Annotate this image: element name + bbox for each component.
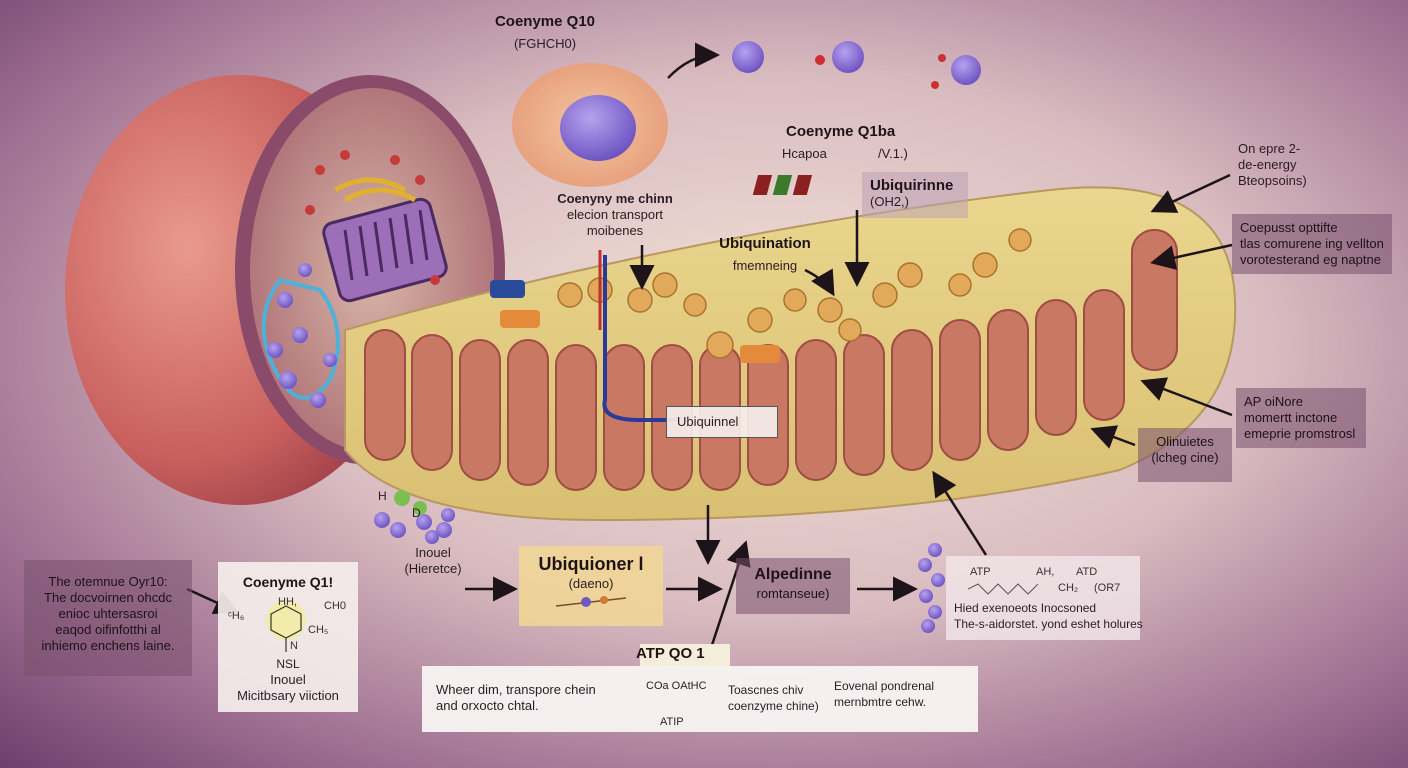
chain-label-line2: elecion transport [566, 207, 664, 222]
atp-sym2: AH, [1036, 566, 1055, 578]
right-label-c-line1: AP oiNore [1244, 394, 1304, 409]
bottom-right1-line2: coenzyme chine) [728, 699, 819, 713]
right-label-c: AP oiNore momertt inctone emeprie promst… [1236, 388, 1366, 448]
right-label-b-line2: tlas comurene ing vellton [1240, 236, 1384, 251]
ubiquination-title: Ubiquination [719, 235, 811, 252]
ubiquination-sub: fmemneing [732, 258, 798, 273]
right-label-a-line1: On epre 2- [1238, 141, 1301, 156]
inouel-line1: Inouel [415, 545, 451, 560]
bottom-left-text: Wheer dim, transpore chein and orxocto c… [436, 682, 596, 714]
bottom-right2-line1: Eovenal pondrenal [834, 679, 935, 693]
cristae [364, 229, 1178, 491]
alpedinne-title: Alpedinne [754, 566, 832, 583]
alpedinne-sub: romtanseue) [756, 586, 830, 601]
right-label-a: On epre 2- de-energy Bteopsoins) [1238, 141, 1307, 189]
right-label-b: Coepusst opttifte tlas comurene ing vell… [1232, 214, 1392, 274]
inouel-sym-h: H [378, 489, 387, 503]
coenzyme-box-label1: NSL [276, 657, 300, 671]
chain-label-line1: Coenyny me chinn [557, 191, 673, 206]
center-top-title: Coenyme Q1ba [786, 123, 896, 140]
coenzyme-structure-icon [266, 600, 306, 652]
atp-sym1: ATP [970, 566, 991, 578]
ubiquioner-title: Ubiquioner l [538, 554, 644, 574]
left-box-line3: enioc uhtersasroi [58, 606, 158, 621]
bottom-right1-text: Toascnes chiv coenzyme chine) [728, 682, 819, 714]
ubiquirinne-box: Ubiquirinne (OH2,) [862, 172, 968, 218]
inouel-line2: (Hieretce) [404, 561, 462, 576]
ubiquirinne-formula: (OH2,) [870, 194, 909, 209]
right-label-c-line2: momertt inctone [1244, 410, 1338, 425]
bottom-left-line1: Wheer dim, transpore chein [436, 682, 596, 697]
bottom-title-box [640, 644, 730, 666]
top-formula: (FGHCH0) [513, 36, 577, 51]
top-title: Coenyme Q10 [494, 13, 596, 30]
coenzyme-box-label2: Inouel [270, 672, 306, 687]
right-label-c-line3: emeprie promstrosl [1244, 426, 1356, 441]
ubiquioner-structure-icon [555, 596, 627, 607]
atp-sym3: ATD [1076, 566, 1098, 578]
ubiquioner-sub: (daeno) [568, 576, 614, 591]
coenzyme-sym-ch5: CH₅ [308, 624, 329, 636]
right-label-a-line2: de-energy [1238, 157, 1297, 172]
coenzyme-box-title: Coenyme Q1! [242, 574, 334, 590]
atp-box: ATP AH, ATD CH₂ (OR7 Hied exenoeots Inoc… [946, 556, 1143, 640]
bottom-mid-line1: COa OAtHC [646, 680, 707, 692]
coenzyme-box-label3: Micitbsary viiction [237, 688, 339, 703]
atp-sym5: (OR7 [1094, 582, 1121, 594]
bottom-right2-line2: mernbmtre cehw. [834, 695, 927, 709]
ubiquirinne-title: Ubiquirinne [870, 177, 954, 194]
atp-box-line2: The-s-aidorstet. yond eshet holures [954, 617, 1143, 631]
inouel-label: Inouel (Hieretce) [388, 545, 478, 577]
coenzyme-box: Coenyme Q1! HH, CH0 ᶜH₆ CH₅ N NSL Inouel… [218, 562, 358, 712]
left-box: The otemnue Oyr10: The docvoirnen ohcdc … [24, 560, 192, 676]
bottom-mid-text: COa OAtHC ATIP [646, 678, 707, 730]
bottom-right1-line1: Toascnes chiv [728, 683, 804, 697]
coenzyme-sym-ch0: CH0 [324, 600, 347, 612]
center-top-sub-left: Hcapoa [782, 146, 827, 161]
bottom-right2-text: Eovenal pondrenal mernbmtre cehw. [834, 678, 934, 710]
center-top-sub-right: /V.1.) [878, 146, 908, 161]
left-box-line5: inhiemo enchens laine. [41, 638, 175, 653]
right-label-b-line1: Coepusst opttifte [1240, 220, 1338, 235]
coenzyme-sym-hleft: ᶜH₆ [228, 610, 245, 622]
inouel-sym-d: D [412, 506, 421, 520]
bottom-left-line2: and orxocto chtal. [436, 698, 539, 713]
atp-chain-icon [968, 583, 1039, 595]
coenzyme-sym-n: N [290, 640, 298, 652]
left-box-line4: eaqod oifinfotthi al [55, 622, 161, 637]
coenzyme-sym-hh: HH, [278, 596, 297, 608]
right-label-d: Olinuietes (lcheg cine) [1138, 428, 1232, 482]
chain-label-line3: moibenes [586, 223, 644, 238]
bottom-panel: Wheer dim, transpore chein and orxocto c… [422, 666, 978, 732]
right-label-b-line3: vorotesterand eg naptne [1240, 252, 1381, 267]
right-label-a-line3: Bteopsoins) [1238, 173, 1307, 188]
left-box-line1: The otemnue Oyr10: [48, 574, 168, 589]
right-label-d-line2: (lcheg cine) [1151, 450, 1219, 465]
atp-sym4: CH₂ [1058, 582, 1079, 594]
atp-box-line1: Hied exenoeots Inocsoned [954, 601, 1097, 615]
ubiquioner-box: Ubiquioner l (daeno) [519, 546, 663, 626]
right-label-d-line1: Olinuietes [1156, 434, 1214, 449]
left-box-line2: The docvoirnen ohcdc [44, 590, 172, 605]
bottom-mid-line2: ATIP [660, 716, 684, 728]
alpedinne-box: Alpedinne romtanseue) [736, 558, 850, 614]
chain-label: Coenyny me chinn elecion transport moibe… [540, 191, 690, 239]
ubiquinnel-tag: Ubiquinnel [666, 406, 778, 438]
bottom-title: ATP QO 1 [636, 645, 705, 662]
